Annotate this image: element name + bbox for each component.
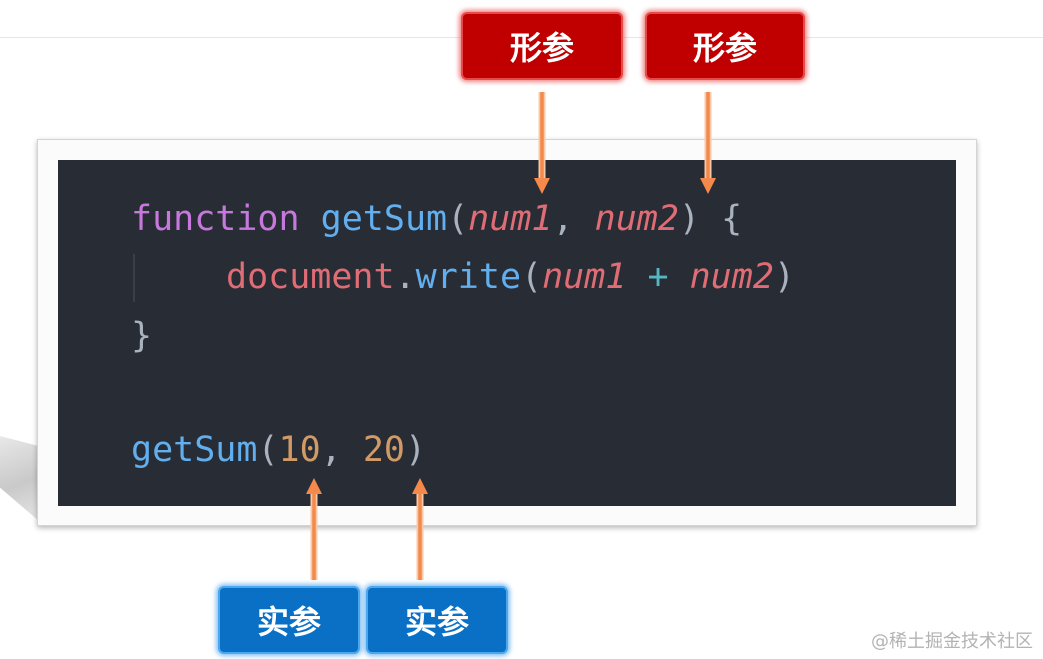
actual-argument-label-1: 实参 bbox=[218, 586, 360, 654]
arrow-param-2-icon bbox=[700, 92, 716, 194]
dot: . bbox=[394, 257, 416, 297]
code-line-closing-brace: } bbox=[131, 315, 152, 357]
arrow-param-1-icon bbox=[534, 92, 550, 194]
function-name: getSum bbox=[320, 199, 448, 239]
object-document: document bbox=[226, 257, 395, 297]
code-line-document-write: document.write(num1 + num2) bbox=[226, 256, 795, 298]
open-paren: ( bbox=[447, 199, 469, 239]
parameter-num1: num1 bbox=[468, 199, 553, 239]
argument-num1: num1 bbox=[542, 257, 627, 297]
comma: , bbox=[320, 430, 363, 470]
actual-argument-label-2: 实参 bbox=[366, 586, 508, 654]
comma: , bbox=[552, 199, 595, 239]
indent-guide bbox=[133, 254, 135, 302]
parameter-num2: num2 bbox=[594, 199, 679, 239]
call-function-name: getSum bbox=[131, 430, 258, 470]
argument-num2: num2 bbox=[689, 257, 774, 297]
close-paren: ) bbox=[404, 430, 427, 470]
number-20: 20 bbox=[362, 430, 405, 470]
code-line-function-declaration: function getSum(num1, num2) { bbox=[131, 198, 742, 240]
watermark: @稀土掘金技术社区 bbox=[871, 631, 1033, 652]
number-10: 10 bbox=[278, 430, 321, 470]
arrow-arg-1-icon bbox=[306, 478, 322, 580]
open-paren: ( bbox=[257, 430, 279, 470]
open-paren: ( bbox=[521, 257, 543, 297]
code-line-function-call: getSum(10, 20) bbox=[131, 429, 426, 471]
formal-parameter-label-1: 形参 bbox=[461, 12, 623, 80]
code-editor bbox=[58, 160, 956, 506]
method-write: write bbox=[415, 257, 522, 297]
arrow-arg-2-icon bbox=[412, 478, 428, 580]
close-paren-brace: ) { bbox=[678, 199, 743, 239]
formal-parameter-label-2: 形参 bbox=[645, 12, 805, 80]
plus-operator: + bbox=[626, 257, 690, 297]
closing-brace: } bbox=[131, 316, 153, 356]
close-paren: ) bbox=[773, 257, 795, 297]
keyword-function: function bbox=[131, 199, 300, 239]
